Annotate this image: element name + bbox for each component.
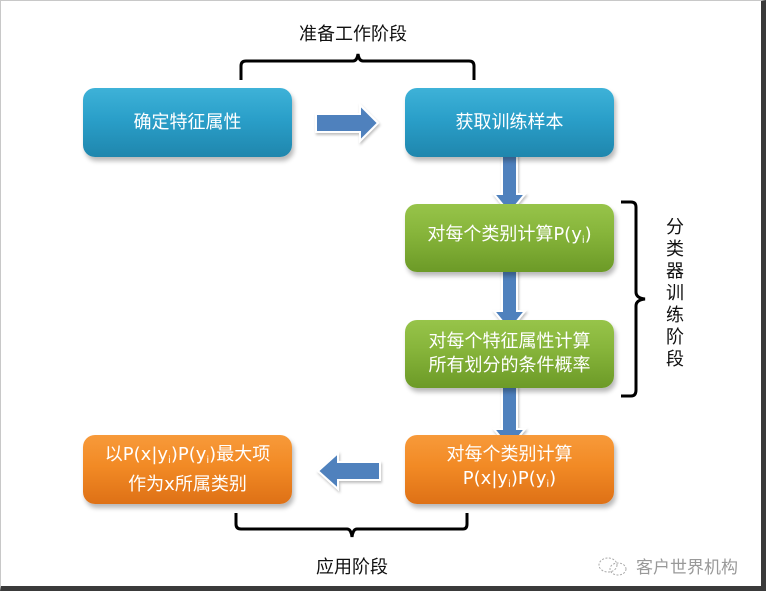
training-stage-label: 分类器训练阶段 <box>666 217 684 370</box>
preparation-stage-label: 准备工作阶段 <box>299 24 407 45</box>
argmax-box: 以P(x|yi)P(yi)最大项 作为x所属类别 <box>83 435 292 504</box>
arrow-right <box>315 102 380 144</box>
calc-conditional-box: 对每个特征属性计算 所有划分的条件概率 <box>405 320 614 388</box>
arrow-left <box>316 450 381 492</box>
get-samples-box: 获取训练样本 <box>405 88 614 157</box>
argmax-line1: 以P(x|yi)P(yi)最大项 <box>104 443 271 466</box>
calc-joint-line1: 对每个类别计算 <box>446 443 573 465</box>
application-stage-label: 应用阶段 <box>316 557 388 578</box>
application-brace <box>234 513 469 538</box>
determine-features-text: 确定特征属性 <box>133 111 242 133</box>
calc-joint-line2: P(x|yi)P(yi) <box>462 467 557 490</box>
calc-conditional-line2: 所有划分的条件概率 <box>428 355 591 376</box>
watermark: 客户世界机构 <box>596 553 738 578</box>
arrow-down-1 <box>491 150 528 215</box>
get-samples-text: 获取训练样本 <box>455 111 564 133</box>
calc-joint-box: 对每个类别计算 P(x|yi)P(yi) <box>405 435 614 504</box>
training-brace <box>621 200 646 398</box>
calc-prior-text: 对每个类别计算P(yi) <box>427 224 592 246</box>
determine-features-box: 确定特征属性 <box>83 88 292 157</box>
calc-conditional-line1: 对每个特征属性计算 <box>428 331 591 352</box>
preparation-brace <box>239 53 476 80</box>
watermark-text: 客户世界机构 <box>636 558 738 578</box>
argmax-line2: 作为x所属类别 <box>128 473 247 495</box>
calc-prior-box: 对每个类别计算P(yi) <box>405 204 614 272</box>
wechat-icon <box>598 557 627 575</box>
